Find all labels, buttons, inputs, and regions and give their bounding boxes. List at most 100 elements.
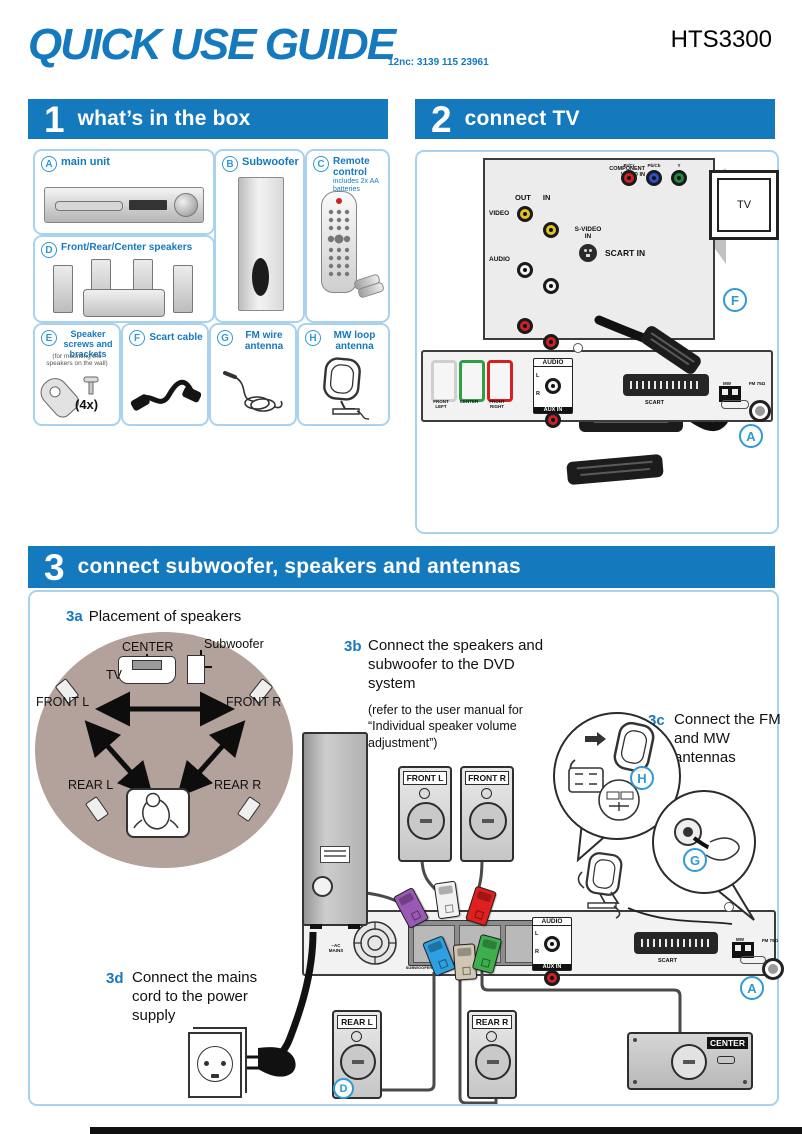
callout-d: D [333, 1078, 354, 1099]
plug-white [433, 880, 461, 920]
connect-tv-diagram: COMPONENT VIDEO IN Pr/Cr Pb/Cb Y OUT IN … [415, 150, 779, 534]
section1-header: 1 what’s in the box [28, 99, 388, 139]
product-code: 12nc: 3139 115 23961 [388, 57, 489, 68]
mw-antenna-detail [568, 721, 655, 821]
unit-rear-panel-3: ~AC MAINS SUBWOOFER AUDIO L R AUX IN [302, 902, 784, 987]
unit-scart-socket [623, 374, 709, 396]
section3-title: connect subwoofer, speakers and antennas [77, 555, 521, 578]
disc-tray [55, 201, 123, 211]
couch-icon [126, 788, 190, 838]
center-speaker: CENTER [627, 1032, 753, 1090]
volume-knob [174, 193, 198, 217]
callout-g: G [683, 848, 707, 872]
item-letter-g: G [217, 330, 233, 346]
section1-title: what’s in the box [77, 107, 251, 130]
listener-icon [133, 792, 179, 830]
vent-slot [740, 956, 766, 964]
speaker-set-illustration [43, 259, 205, 317]
section3-diagram: 3a Placement of speakers CENTER Subwoofe… [28, 590, 784, 1106]
section2-header: 2 connect TV [415, 99, 775, 139]
item-letter-a: A [41, 156, 57, 172]
step-3a-label: 3a Placement of speakers [66, 608, 242, 625]
item-letter-d: D [41, 242, 57, 258]
screw-icon [83, 376, 99, 395]
unit-scart-socket-3 [634, 932, 718, 954]
display-window [129, 200, 167, 210]
fan-grille [353, 921, 397, 965]
screw-hole [573, 343, 583, 353]
item-letter-e: E [41, 330, 57, 346]
remote-buttons [327, 198, 351, 277]
item-letter-f: F [129, 330, 145, 346]
box-item-screws: E Speaker screws and brackets (for mount… [33, 323, 121, 426]
fm-jack-detail [674, 818, 740, 861]
step-3b-note: (refer to the user manual for “Individua… [368, 703, 523, 750]
front-l-speaker: FRONT L [398, 766, 452, 862]
mw-terminal-3 [732, 942, 754, 958]
placement-subwoofer-icon [187, 655, 205, 684]
center-speaker [83, 289, 165, 317]
box-item-speakers: D Front/Rear/Center speakers [33, 235, 215, 323]
component-jacks: Pr/Cr Pb/Cb Y [621, 163, 687, 186]
fm-jack-3 [762, 958, 784, 980]
terminal-front-left [431, 360, 457, 402]
vent-slot [721, 400, 749, 409]
callout-a-3: A [740, 976, 764, 1000]
svideo-jack [579, 244, 597, 262]
placement-subwoofer-label: Subwoofer [204, 637, 264, 651]
tv-screen: TV [717, 178, 771, 232]
page-edge-line [90, 1127, 802, 1134]
mw-antenna-small [577, 852, 623, 919]
rear-r-speaker: REAR R [467, 1010, 517, 1099]
scart-plug-top2 [566, 453, 664, 486]
step-3b-text: Connect the speakers and subwoofer to th… [368, 637, 544, 692]
tv-rear-panel: COMPONENT VIDEO IN Pr/Cr Pb/Cb Y OUT IN … [483, 158, 715, 486]
mw-loop-illustration [323, 357, 370, 420]
audio-aux-box: AUDIO L R AUX IN [533, 358, 573, 429]
callout-h: H [630, 766, 654, 790]
item-letter-c: C [313, 156, 329, 172]
subwoofer-output-knob [312, 876, 333, 897]
mw-antenna-balloon [553, 712, 681, 840]
audio-aux-box-3: AUDIO L R AUX IN [532, 917, 572, 987]
placement-tv-icon [118, 656, 176, 684]
mw-terminal [719, 386, 741, 402]
tv-illustration: TV [709, 170, 779, 240]
subwoofer-tower [302, 732, 368, 929]
box-item-remote: C Remote control includes 2x AA batterie… [305, 149, 390, 323]
section2-title: connect TV [464, 107, 580, 130]
callout-a: A [739, 424, 763, 448]
fm-wire-illustration [223, 371, 283, 412]
section1-number: 1 [44, 98, 65, 140]
model-number: HTS3300 [670, 26, 772, 53]
section2-number: 2 [431, 98, 452, 140]
box-item-scart-cable: F Scart cable [121, 323, 209, 426]
terminal-front-right [487, 360, 513, 402]
subwoofer-terminal-plate [320, 846, 350, 863]
callout-f: F [723, 288, 747, 312]
remote-illustration [321, 191, 357, 293]
box-item-mw-antenna: H MW loop antenna [297, 323, 390, 426]
placement-center-label: CENTER [122, 640, 174, 654]
page-title: QUICK USE GUIDE [28, 20, 396, 69]
box-item-main-unit: A main unit [33, 149, 215, 235]
quantity-label: (4x) [75, 397, 99, 412]
fm-jack-balloon [652, 790, 756, 894]
wall-outlet [188, 1032, 242, 1098]
main-unit-illustration [44, 187, 204, 223]
placement-tv-label: TV [106, 668, 122, 682]
subwoofer-port [252, 258, 269, 296]
terminal-center [459, 360, 485, 402]
fm-jack [749, 400, 771, 422]
unit-rear-panel: FRONT LEFT CENTER FRONT RIGHT AUDIO L R … [421, 343, 773, 429]
box-item-fm-antenna: G FM wire antenna [209, 323, 297, 426]
box-item-subwoofer: B Subwoofer [214, 149, 305, 323]
item-letter-h: H [305, 330, 321, 346]
section3-number: 3 [44, 546, 65, 588]
step-3d-text: Connect the mains cord to the power supp… [132, 969, 258, 1024]
subwoofer-illustration [238, 177, 284, 311]
section3-header: 3 connect subwoofer, speakers and antenn… [28, 546, 775, 588]
scart-cable-illustration [130, 379, 201, 411]
front-r-speaker: FRONT R [460, 766, 514, 862]
step-3c-text: Connect the FM and MW antennas [674, 711, 781, 766]
